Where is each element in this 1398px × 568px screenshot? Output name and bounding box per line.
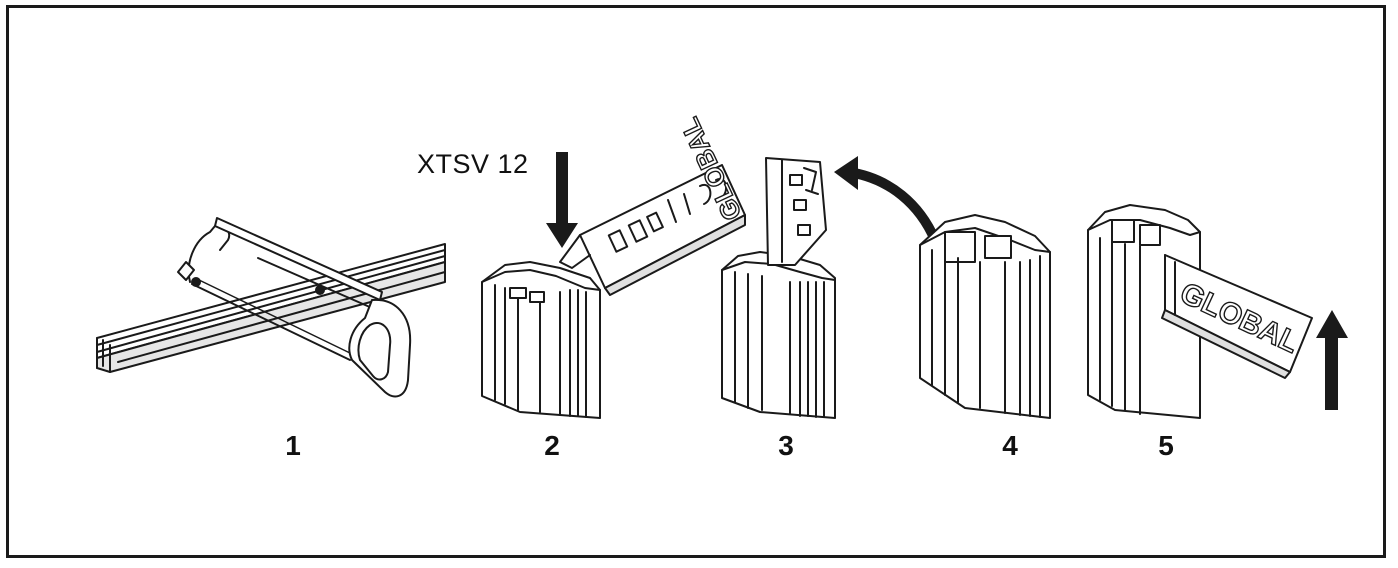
step3-arrow xyxy=(834,156,940,245)
step2-connector xyxy=(559,164,746,296)
step5-arrow xyxy=(1316,310,1348,410)
product-label: XTSV 12 xyxy=(417,149,529,179)
step2-profile xyxy=(481,261,601,419)
step5-connector xyxy=(1161,254,1313,379)
step2-embossed-text: GLOBAL xyxy=(674,113,748,225)
step-number-3: 3 xyxy=(778,430,794,461)
step4-profile xyxy=(919,214,1051,419)
step3-profile xyxy=(721,251,836,419)
step5-embossed-text: GLOBAL xyxy=(1175,276,1304,359)
step-number-2: 2 xyxy=(544,430,560,461)
step-number-4: 4 xyxy=(1002,430,1018,461)
step2-arrow xyxy=(546,152,578,248)
step1-hacksaw xyxy=(177,217,412,398)
step-number-5: 5 xyxy=(1158,430,1174,461)
step3-connector xyxy=(765,157,827,266)
step-number-1: 1 xyxy=(285,430,301,461)
